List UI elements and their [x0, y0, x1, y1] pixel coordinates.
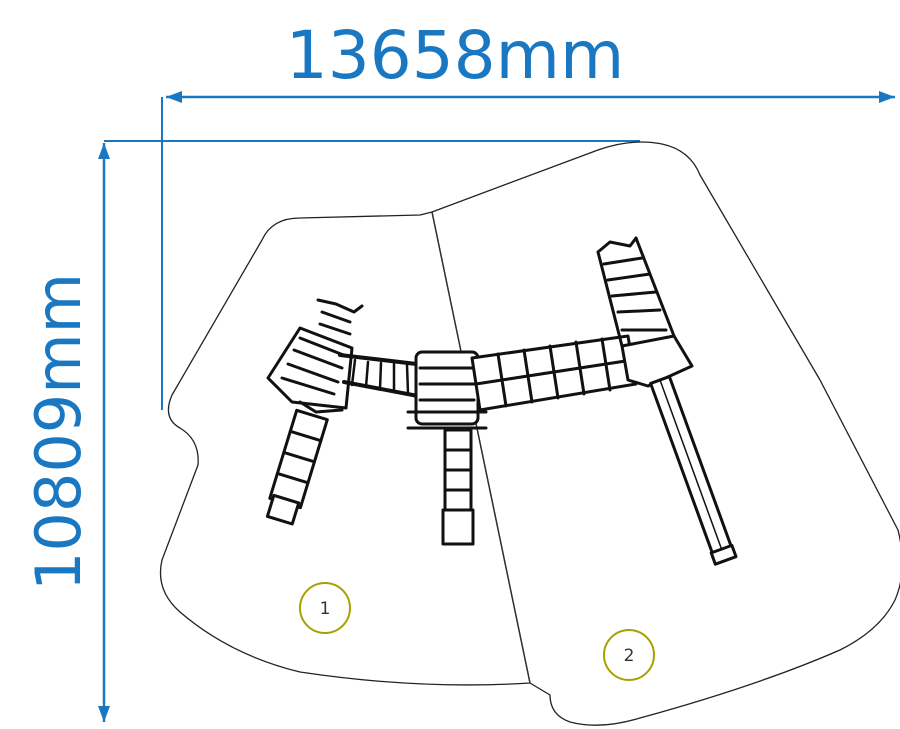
width-arrow-right	[879, 91, 895, 103]
height-dimension-label: 10809mm	[22, 273, 95, 591]
left-tower	[265, 298, 364, 526]
zone-1-label: 1	[320, 599, 331, 619]
centre-tower	[406, 350, 488, 546]
zone-1-marker: 1	[299, 582, 351, 634]
right-tower-roof	[596, 236, 676, 348]
left-slide-exit	[265, 493, 301, 526]
left-tower-platform	[266, 326, 354, 410]
centre-tower-ribs	[406, 366, 488, 430]
right-slide-exit	[709, 543, 738, 566]
height-arrow-top	[98, 143, 110, 159]
right-tower	[596, 236, 738, 566]
ladder-bridge-rungs	[474, 337, 634, 408]
zone-2-outline	[431, 141, 900, 726]
zone-1-circle	[299, 582, 351, 634]
width-dimension-label: 13658mm	[286, 17, 625, 94]
right-slide-rail	[659, 379, 725, 556]
centre-slide-exit	[441, 508, 475, 546]
zone-2-label: 2	[624, 646, 635, 666]
ladder-bridge	[470, 334, 638, 412]
zone-outlines	[159, 141, 900, 726]
zone-2-circle	[603, 629, 655, 681]
width-dimension: 13658mm	[161, 17, 895, 410]
zone-divider	[431, 211, 531, 684]
left-tower-ribs	[280, 336, 348, 414]
centre-slide-steps	[443, 448, 473, 492]
width-arrow-left	[166, 91, 182, 103]
left-slide-body	[268, 408, 329, 510]
left-bridge	[338, 353, 427, 398]
height-arrow-bottom	[98, 706, 110, 722]
left-tower-roof	[316, 298, 364, 336]
left-slide-steps	[275, 429, 323, 485]
zone-2-marker: 2	[603, 629, 655, 681]
equipment-group	[265, 236, 738, 566]
height-dimension: 10809mm	[22, 140, 640, 722]
zone-1-outline	[159, 211, 531, 686]
right-tower-platform	[620, 334, 694, 388]
